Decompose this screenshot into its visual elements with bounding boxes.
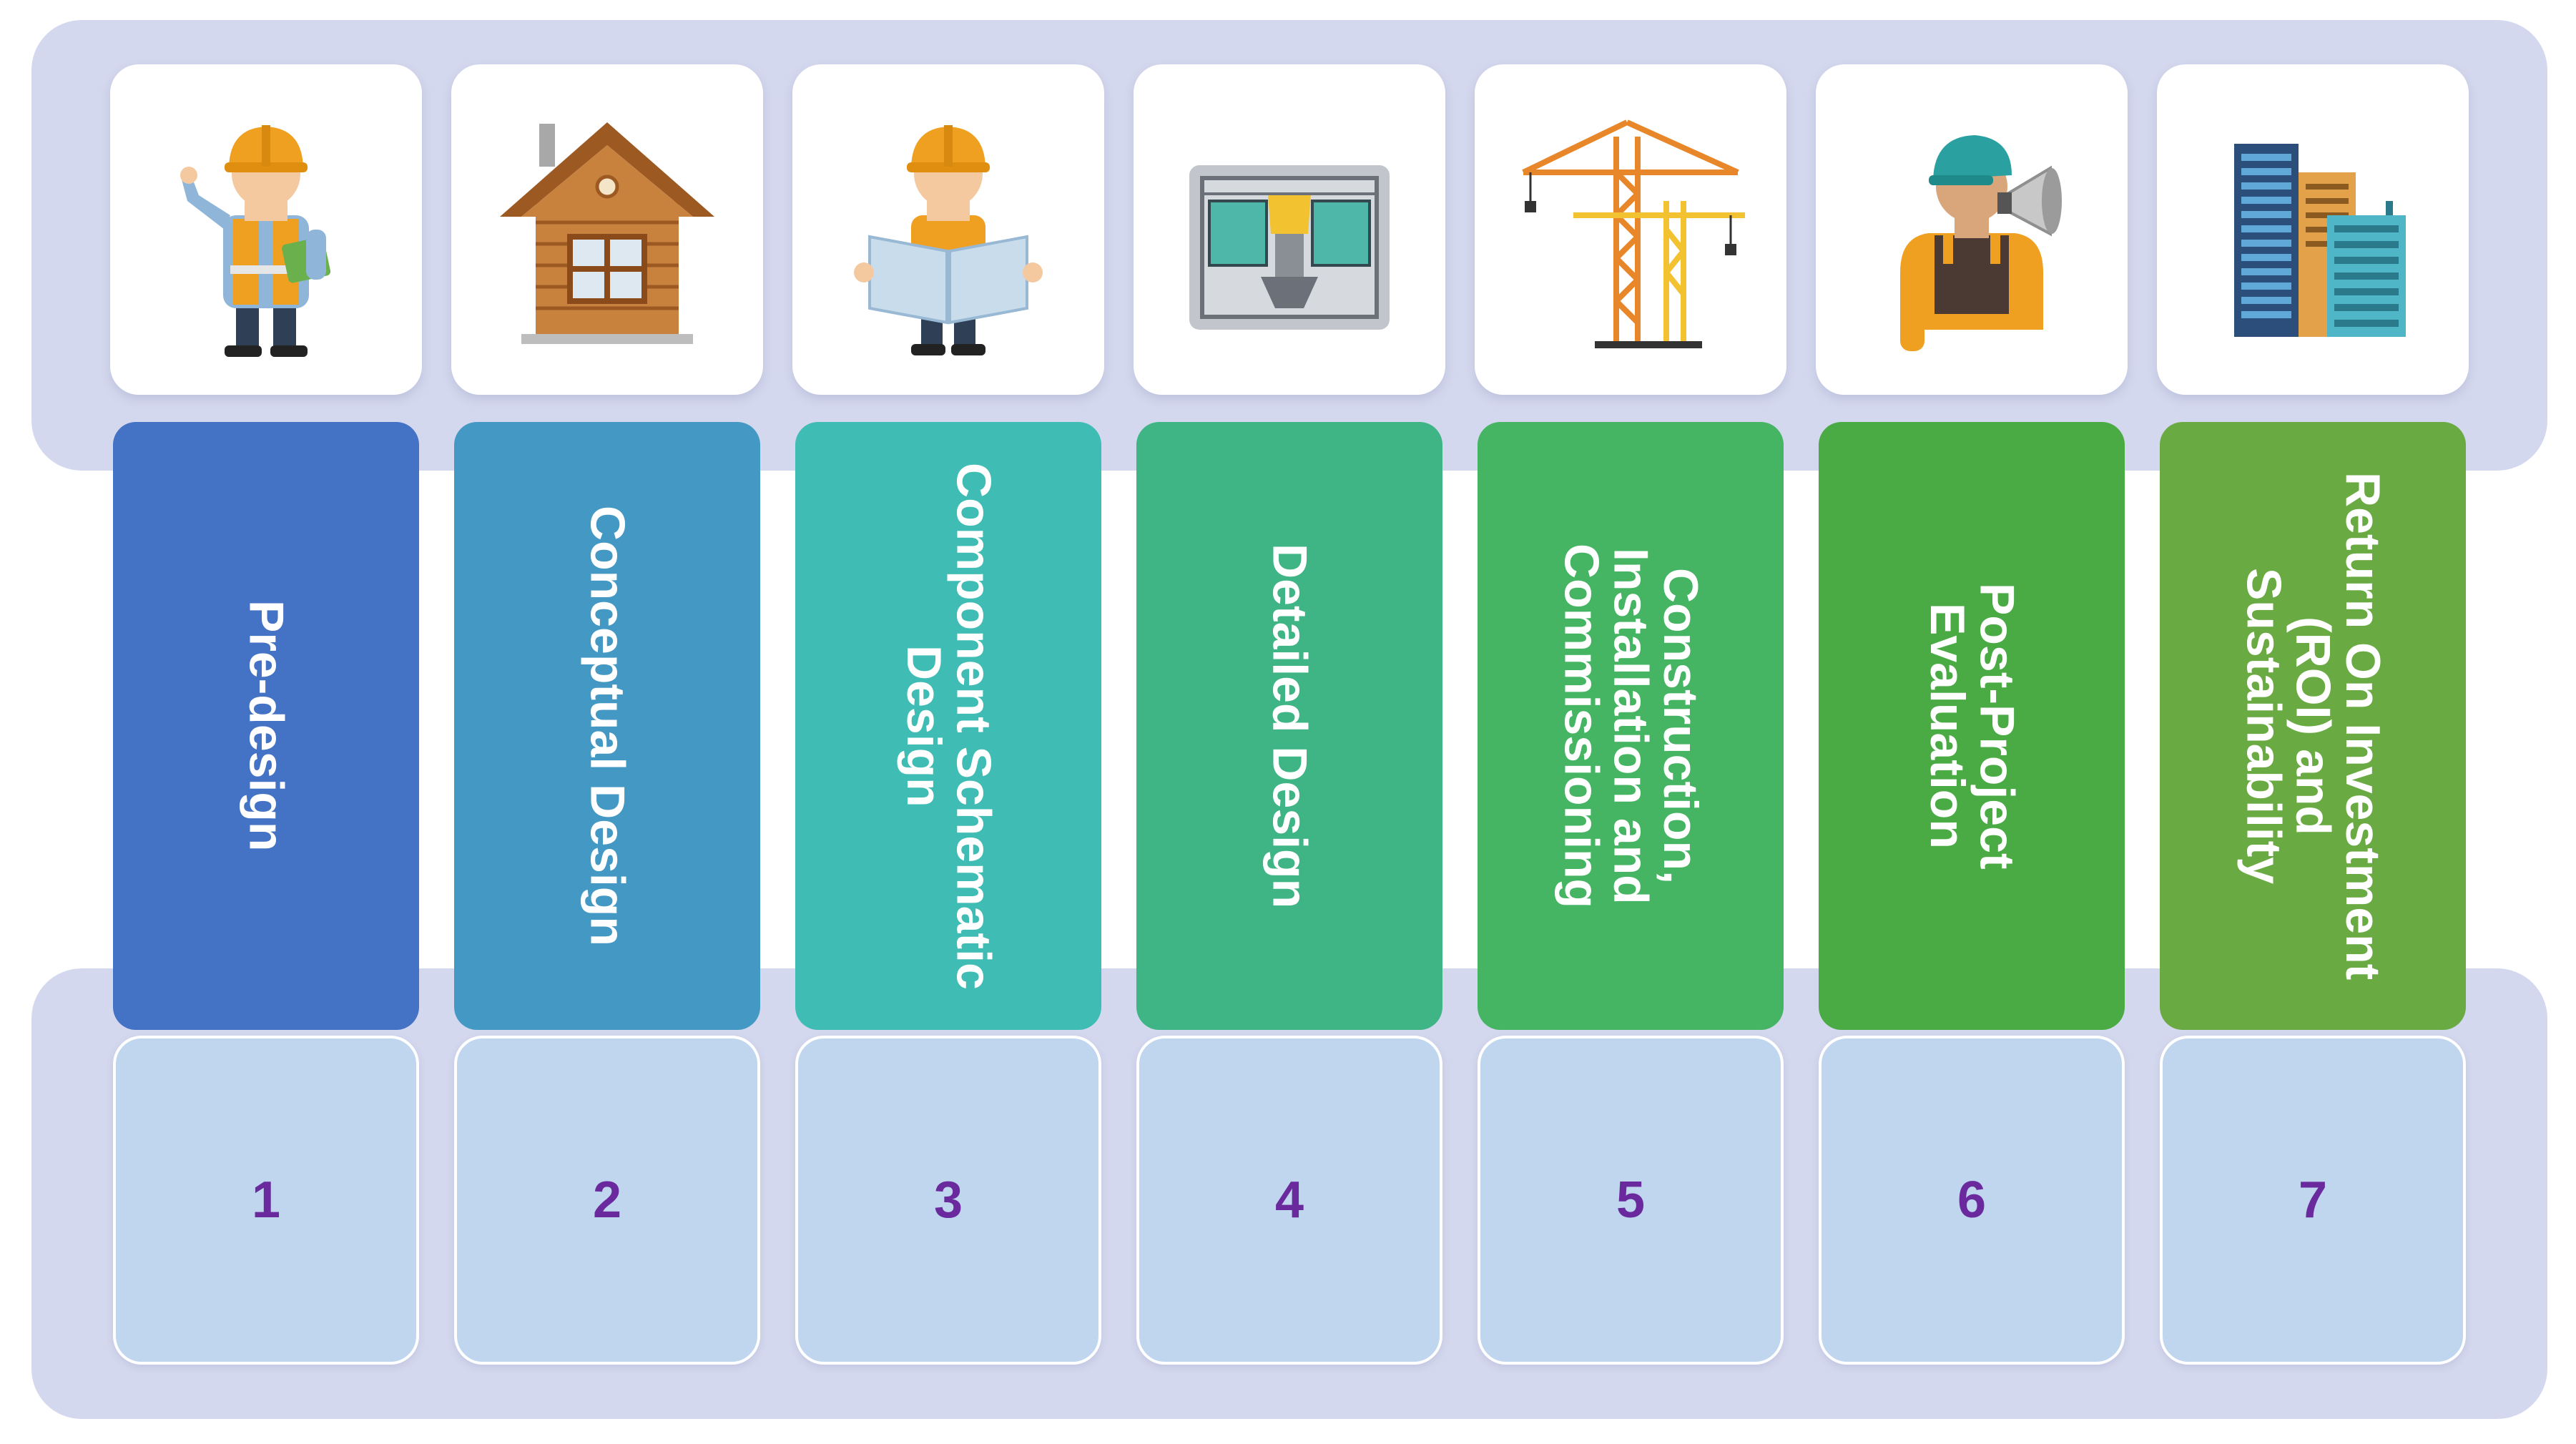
house-icon	[500, 122, 714, 344]
stage-label-card: Return On Investment (ROI) and Sustainab…	[2160, 422, 2466, 1030]
stage-label: Return On Investment (ROI) and Sustainab…	[2236, 471, 2391, 981]
stage-number: 4	[1274, 1172, 1304, 1229]
stage-number: 7	[2298, 1172, 2328, 1229]
engineer-blueprint-icon	[854, 125, 1043, 355]
floor-plan-icon	[1189, 165, 1390, 330]
stage-number-card: 6	[1819, 1036, 2125, 1365]
icon-card	[451, 64, 763, 395]
stage-number-card: 3	[795, 1036, 1101, 1365]
stage-label: Post-Project Evaluation	[1920, 582, 2025, 870]
stage-label: Component Schematic Design	[897, 462, 1001, 990]
stage-label: Construction, Installation and Commissio…	[1554, 543, 1709, 909]
icon-card	[1816, 64, 2128, 395]
stage-label-card: Post-Project Evaluation	[1819, 422, 2125, 1030]
worker-icon	[180, 125, 331, 357]
stage-number-card: 4	[1136, 1036, 1442, 1365]
stage-label-card: Construction, Installation and Commissio…	[1478, 422, 1784, 1030]
stage-label-card: Conceptual Design	[454, 422, 760, 1030]
icon-card	[1475, 64, 1786, 395]
stage-number: 2	[592, 1172, 622, 1229]
megaphone-worker-icon	[1900, 135, 2062, 351]
icon-card	[110, 64, 422, 395]
buildings-icon	[2234, 144, 2406, 337]
icon-card	[792, 64, 1104, 395]
icon-card	[1134, 64, 1445, 395]
stage-number-card: 2	[454, 1036, 760, 1365]
stage-label: Detailed Design	[1262, 543, 1317, 909]
stage-label-card: Detailed Design	[1136, 422, 1442, 1030]
stage-label: Conceptual Design	[580, 506, 635, 946]
stage-label-card: Pre-design	[113, 422, 419, 1030]
stage-number: 5	[1616, 1172, 1646, 1229]
stage-number-card: 7	[2160, 1036, 2466, 1365]
icon-card	[2157, 64, 2469, 395]
stage-number: 1	[251, 1172, 281, 1229]
stage-number: 3	[933, 1172, 963, 1229]
stage-number: 6	[1957, 1172, 1987, 1229]
crane-icon	[1522, 119, 1745, 348]
stage-number-card: 5	[1478, 1036, 1784, 1365]
stage-number-card: 1	[113, 1036, 419, 1365]
stage-label-card: Component Schematic Design	[795, 422, 1101, 1030]
stage-label: Pre-design	[239, 600, 294, 852]
